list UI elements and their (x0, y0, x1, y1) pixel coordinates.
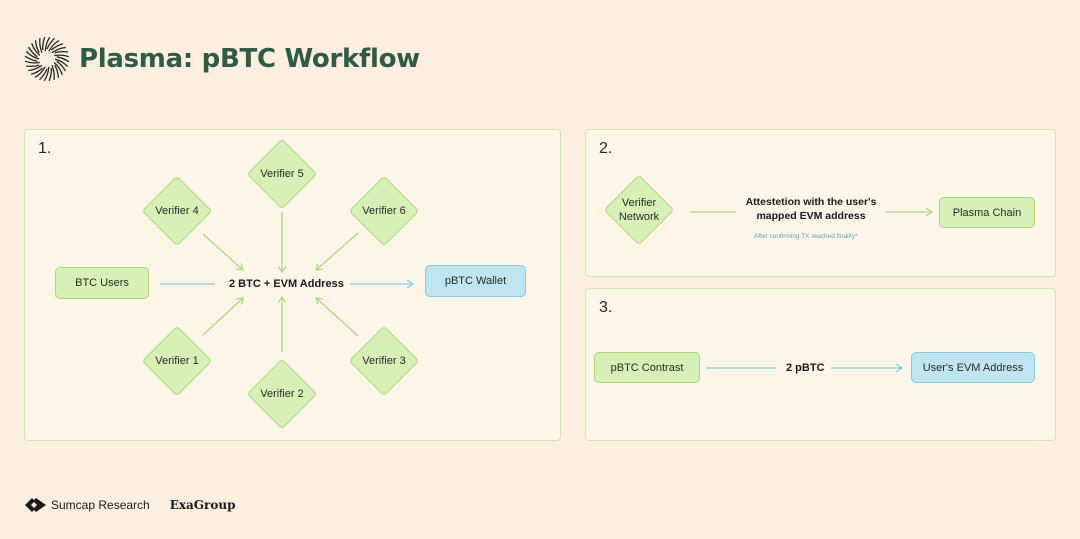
sumcap-label: Sumcap Research (51, 498, 150, 512)
panel-verification: 1. Verifier 4 Verifier 5 Verifier 6 Veri… (24, 129, 561, 441)
panel-minting: 3. pBTC Contrast 2 pBTC User's EVM Addre… (585, 288, 1056, 441)
header: Plasma: pBTC Workflow (24, 36, 420, 82)
plasma-chain-box: Plasma Chain (939, 197, 1035, 228)
panel3-arrows (706, 289, 1057, 442)
arrow-verifier3 (316, 298, 359, 337)
verifier-network-line2: Network (618, 211, 660, 223)
verifier-2-node: Verifier 2 (245, 357, 319, 431)
transfer-label: 2 BTC + EVM Address (229, 278, 344, 290)
verifier-network-line1: Verifier (621, 197, 657, 209)
verifier-label: Verifier 4 (155, 205, 199, 217)
amount-label: 2 pBTC (786, 362, 825, 374)
panel-number: 2. (599, 140, 613, 157)
verifier-3-node: Verifier 3 (347, 324, 421, 398)
attestation-label: Attestetion with the user's mapped EVM a… (745, 196, 877, 222)
pbtc-contract-box: pBTC Contrast (594, 352, 700, 383)
verifier-5-node: Verifier 5 (245, 137, 319, 211)
panel-number: 1. (38, 140, 52, 157)
arrow-verifier1 (202, 298, 243, 336)
arrow-verifier6 (316, 232, 359, 270)
panel-number: 3. (599, 299, 613, 316)
exagroup-logo: ExaGroup (169, 498, 236, 512)
panel1-arrows (160, 212, 562, 352)
verifier-label: Verifier 5 (260, 168, 304, 180)
panel-attestation: 2. Verifier Network Attestetion with the… (585, 129, 1056, 277)
finality-note: After confirming TX reached finality* (754, 233, 858, 240)
sumcap-logo-icon (25, 498, 46, 512)
arrow-verifier4 (202, 233, 243, 270)
verifier-network-node: Verifier Network (602, 173, 676, 247)
sumcap-brand: Sumcap Research (24, 496, 150, 514)
verifier-label: Verifier 2 (260, 388, 304, 400)
panel2-arrows (690, 130, 1057, 278)
verifier-label: Verifier 3 (362, 355, 406, 367)
btc-users-box: BTC Users (55, 267, 149, 299)
footer: Sumcap Research ExaGroup (24, 495, 235, 515)
verifier-1-node: Verifier 1 (140, 324, 214, 398)
page-title: Plasma: pBTC Workflow (79, 44, 420, 74)
evm-address-box: User's EVM Address (911, 352, 1035, 383)
verifier-4-node: Verifier 4 (140, 174, 214, 248)
pbtc-wallet-box: pBTC Wallet (425, 265, 526, 297)
verifier-label: Verifier 1 (155, 355, 199, 367)
verifier-6-node: Verifier 6 (347, 174, 421, 248)
plasma-logo-icon (24, 36, 70, 82)
verifier-label: Verifier 6 (362, 205, 406, 217)
